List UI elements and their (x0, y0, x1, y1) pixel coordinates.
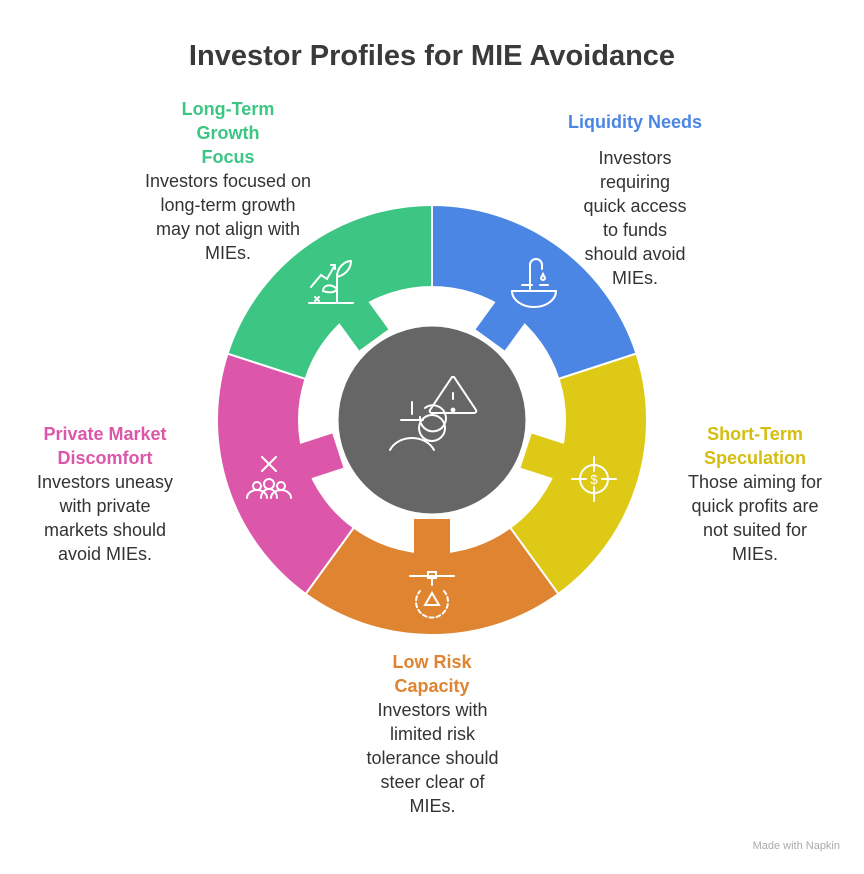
risk-gauge-icon (409, 571, 455, 619)
segment-title: Short-Term Speculation (703, 424, 806, 468)
page-title: Investor Profiles for MIE Avoidance (188, 40, 676, 72)
center-circle (335, 323, 529, 517)
segment-tab (298, 433, 344, 479)
segment-private-market-discomfort (216, 352, 356, 596)
segment-label-private-market-discomfort: Private Market Discomfort Investors unea… (20, 422, 190, 566)
segment-text: Investors focused on long-term growth ma… (144, 171, 312, 263)
segment-title: Liquidity Needs (567, 112, 702, 132)
segment-label-liquidity-needs: Liquidity Needs Investors requiring quic… (545, 110, 725, 290)
segment-tab (520, 433, 566, 479)
segment-label-long-term-growth-focus: Long-Term Growth Focus Investors focused… (138, 97, 318, 265)
segment-text: Investors requiring quick access to fund… (583, 148, 687, 288)
segment-tab (475, 300, 526, 351)
people-cross-icon (246, 456, 292, 499)
investor-warning-icon (389, 376, 478, 451)
segment-tab (338, 300, 389, 351)
made-with-napkin-footer: Made with Napkin (752, 840, 840, 852)
svg-text:$: $ (590, 472, 598, 487)
faucet-sink-icon (510, 258, 558, 308)
segment-short-term-speculation (508, 352, 648, 596)
segment-label-low-risk-capacity: Low Risk Capacity Investors with limited… (345, 650, 520, 818)
segment-text: Those aiming for quick profits are not s… (687, 472, 823, 564)
segment-tab (414, 519, 450, 555)
segment-label-short-term-speculation: Short-Term Speculation Those aiming for … (670, 422, 840, 566)
segment-title: Long-Term Growth Focus (181, 99, 275, 167)
segment-title: Low Risk Capacity (392, 652, 472, 696)
segment-text: Investors uneasy with private markets sh… (36, 472, 174, 564)
segment-text: Investors with limited risk tolerance sh… (366, 700, 499, 816)
growing-plant-icon (308, 259, 354, 304)
segment-title: Private Market Discomfort (43, 424, 167, 468)
dollar-target-icon: $ (571, 456, 617, 502)
